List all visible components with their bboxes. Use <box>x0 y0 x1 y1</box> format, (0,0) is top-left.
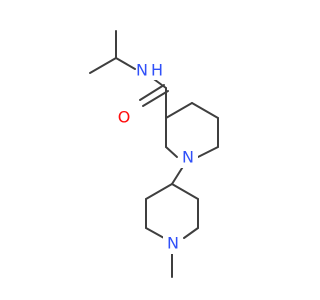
ring-linker-bond <box>171 164 185 185</box>
molecule-structure-diagram: N H O N N <box>89 30 219 278</box>
amide-nh-label-background <box>136 58 168 80</box>
lower-ring-bond-6 <box>171 183 199 200</box>
atom-labels: N H O N N <box>115 58 198 254</box>
carbonyl-double-bond-inner <box>142 90 169 107</box>
upper-ring-bond-4 <box>197 146 219 158</box>
amide-nitrogen-label: N <box>136 61 148 80</box>
lower-ring-bond-3 <box>145 227 165 239</box>
upper-ring-bond-5 <box>165 146 178 158</box>
upper-piperidine-nitrogen-label: N <box>182 148 194 167</box>
lower-piperidine-nitrogen-label-background <box>163 232 183 254</box>
bond-lines <box>89 30 219 278</box>
lower-ring-bond-1 <box>145 183 173 200</box>
isopropyl-bond-ch3-left <box>89 57 117 74</box>
isopropyl-to-amide-nitrogen-bond <box>115 57 136 70</box>
upper-ring-bond-2 <box>191 102 219 119</box>
carbonyl-oxygen-label-background <box>115 106 133 126</box>
upper-ring-bond-1 <box>165 102 193 119</box>
amide-hydrogen-label: H <box>151 61 163 80</box>
carbonyl-oxygen-label: O <box>118 108 131 127</box>
lower-ring-bond-4 <box>183 227 199 239</box>
carbonyl-double-bond-outer <box>139 84 165 101</box>
molecule-structure-canvas: N H O N N <box>89 30 219 278</box>
upper-piperidine-nitrogen-label-background <box>178 146 198 168</box>
lower-piperidine-nitrogen-label: N <box>167 234 179 253</box>
